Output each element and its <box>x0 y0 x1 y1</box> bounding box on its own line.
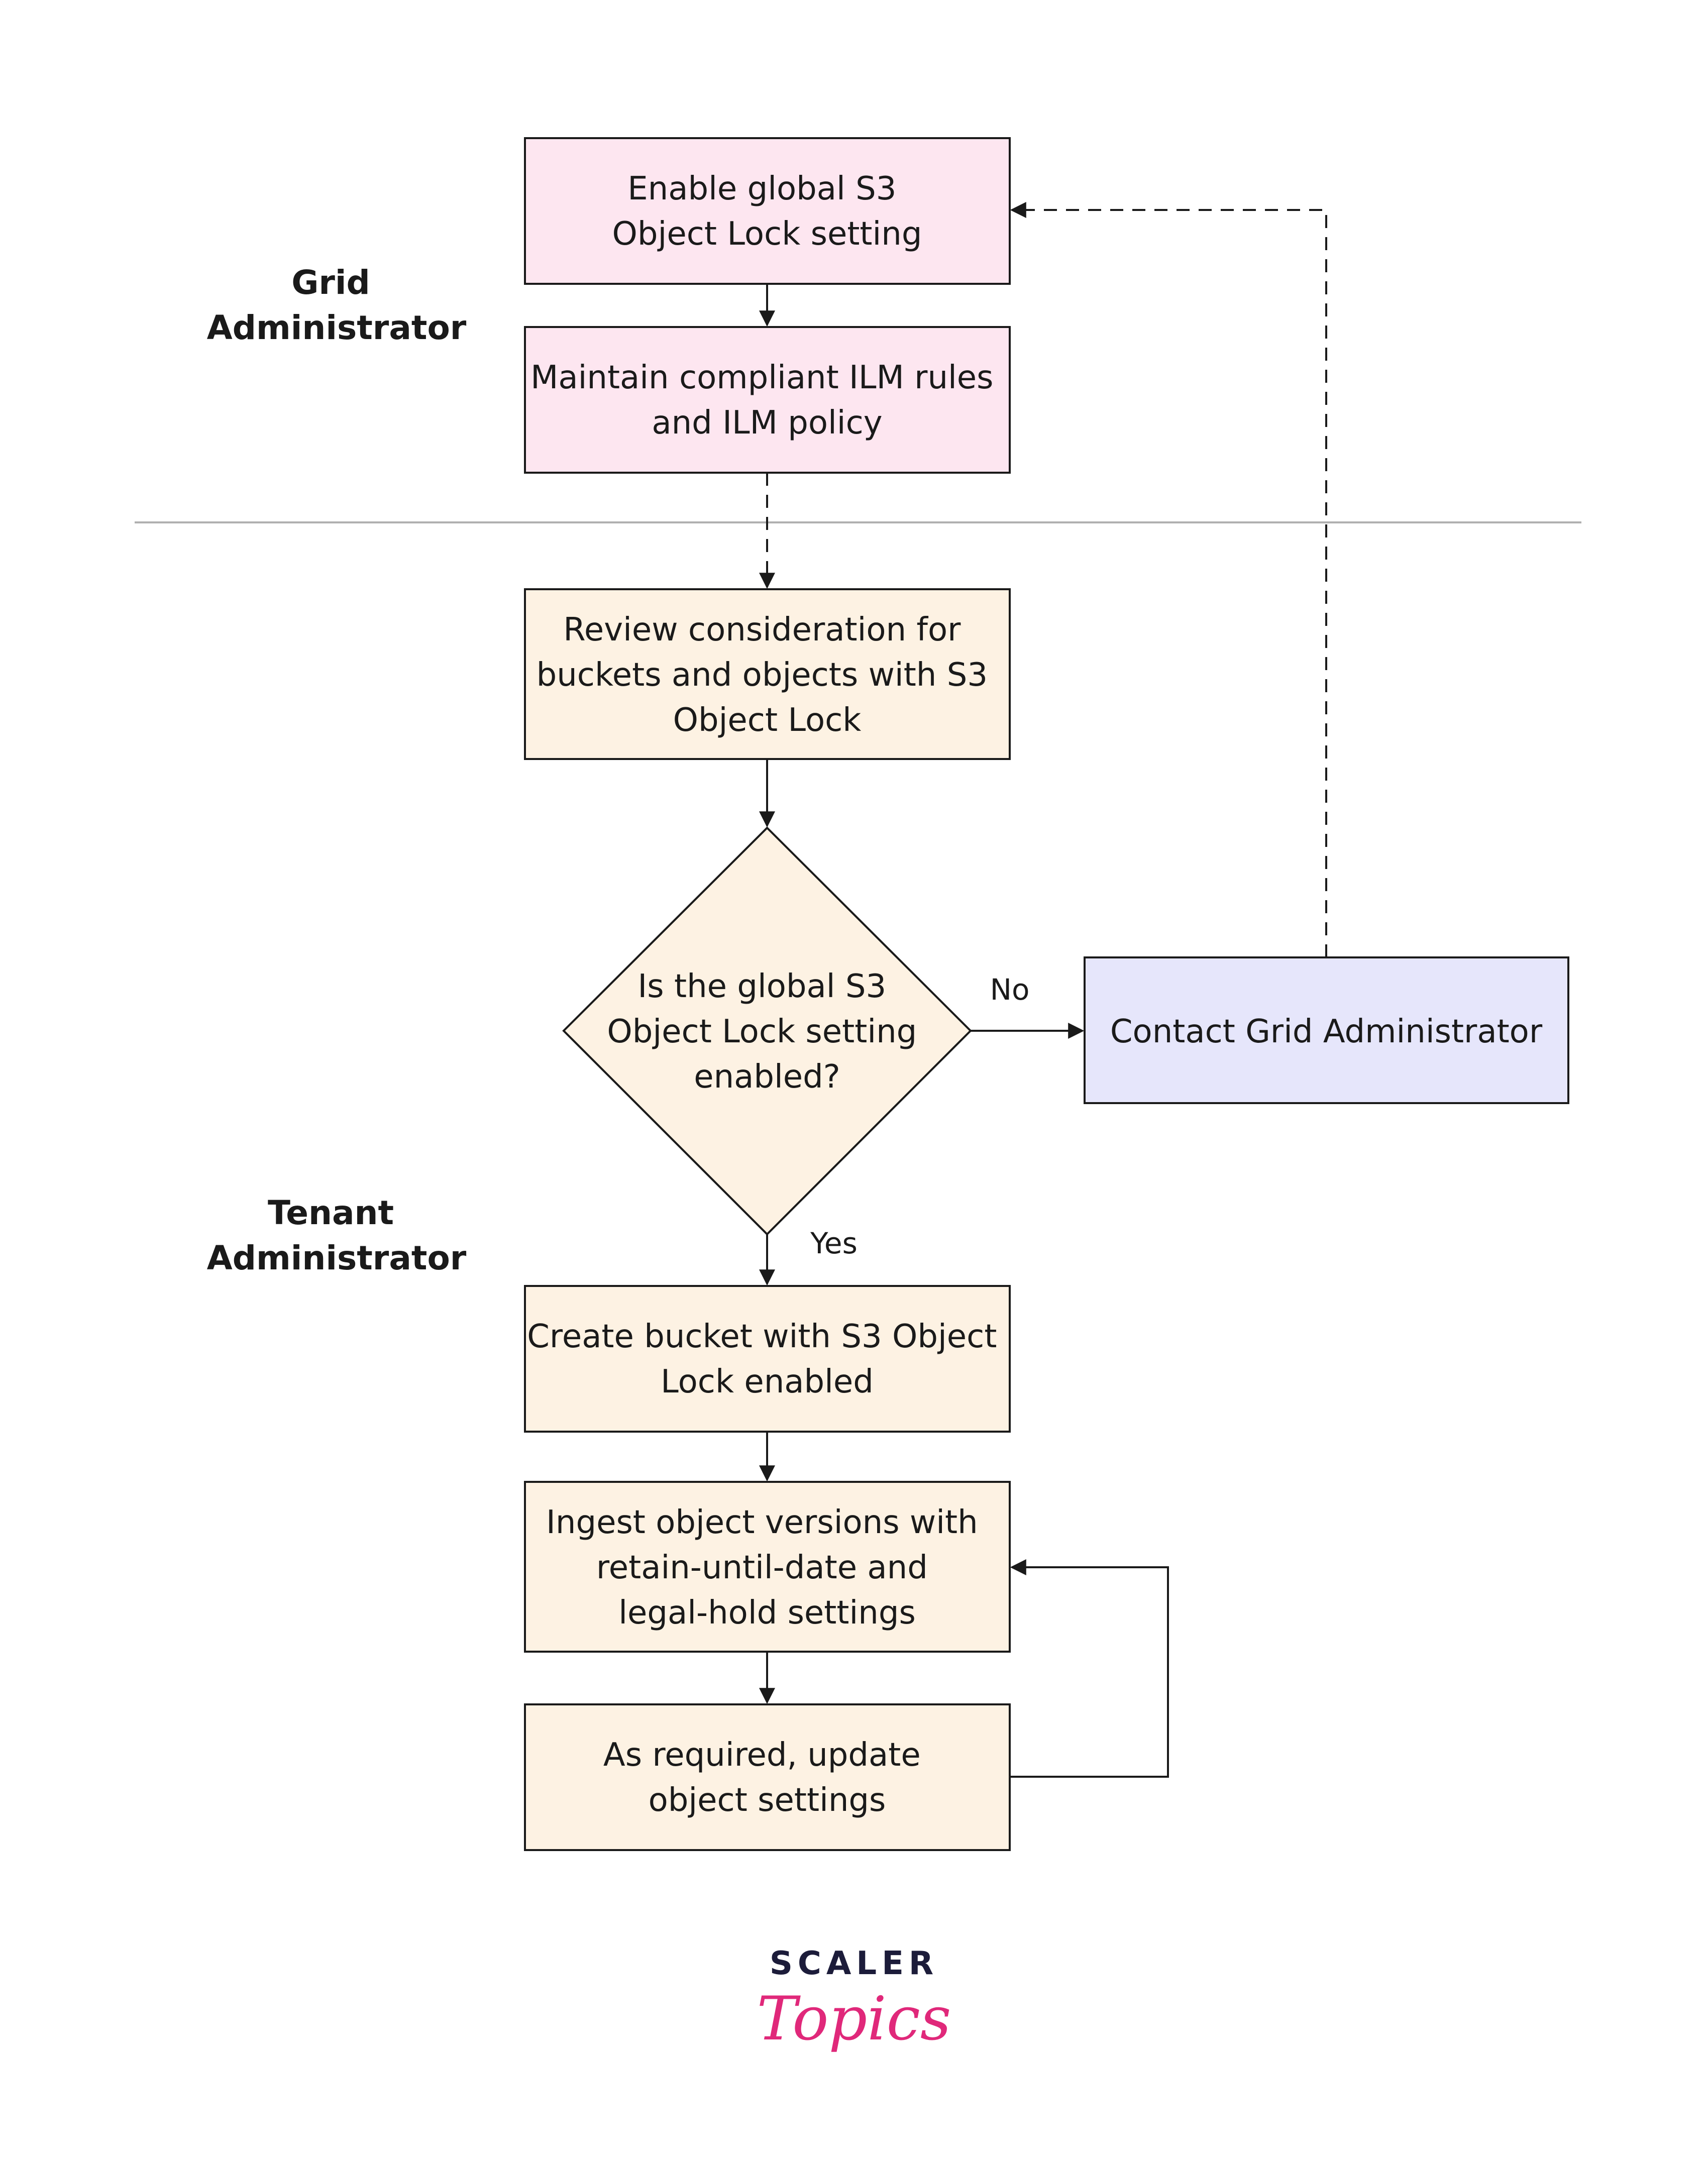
edge-update-loop-to-ingest <box>1010 1559 1169 1778</box>
node-update-object-settings: As required, update object settings <box>524 1703 1011 1851</box>
svg-text:Is the global S3 Object: Is the global S3 Object Lock setting ena… <box>607 968 927 1096</box>
svg-text:Topics: Topics <box>757 1984 951 2054</box>
svg-text:Maintain compliant ILM rules: Maintain compliant ILM rules and ILM pol… <box>530 359 1004 442</box>
svg-text:Ingest object versions with: Ingest object versions with retain-until… <box>546 1504 988 1632</box>
svg-text:Enable global S3 Object: Enable global S3 Object Lock setting <box>612 170 922 253</box>
node-create-bucket: Create bucket with S3 Object Lock enable… <box>524 1285 1011 1433</box>
svg-text:Create bucket with S3 Object: Create bucket with S3 Object Lock enable… <box>527 1318 1007 1400</box>
edge-label-no: No <box>990 973 1030 1007</box>
scaler-topics-logo: SCALER Topics <box>757 1945 951 2054</box>
node-ingest-object-versions: Ingest object versions with retain-until… <box>524 1481 1011 1653</box>
edge-contact-to-enable <box>1010 202 1327 957</box>
svg-text:SCALER: SCALER <box>770 1945 938 1982</box>
role-tenant-administrator: Tenant Administrator <box>207 1194 467 1277</box>
node-review-considerations: Review consideration for buckets and obj… <box>524 588 1011 760</box>
edge-label-yes: Yes <box>810 1226 858 1260</box>
svg-text:Review consideration for: Review consideration for buckets and obj… <box>537 611 998 739</box>
svg-text:Contact Grid Administrator: Contact Grid Administrator <box>1110 1013 1543 1050</box>
node-maintain-ilm-rules: Maintain compliant ILM rules and ILM pol… <box>524 326 1011 474</box>
role-grid-administrator: Grid Administrator <box>207 263 467 347</box>
node-enable-global-object-lock: Enable global S3 Object Lock setting <box>524 137 1011 285</box>
node-contact-grid-administrator: Contact Grid Administrator <box>1084 956 1569 1104</box>
node-decision-global-setting-enabled: Is the global S3 Object Lock setting ena… <box>562 826 972 1236</box>
svg-text:As required, update obje: As required, update object settings <box>603 1737 931 1819</box>
